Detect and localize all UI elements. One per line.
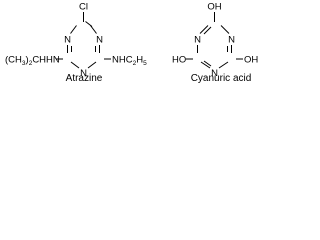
cyanuric-right-oh-label: OH xyxy=(244,55,258,66)
atrazine-left-substituent: (CH3)2CHHN xyxy=(5,55,60,68)
atrazine-cl-label: Cl xyxy=(79,2,88,13)
cyanuric-acid-caption: Cyanuric acid xyxy=(191,73,252,84)
atrazine-ring-n-right: N xyxy=(96,35,103,46)
cyanuric-ring-n-bottom: N xyxy=(211,68,218,79)
cyanuric-ring-n-right: N xyxy=(228,35,235,46)
atrazine-ring-n-left: N xyxy=(64,35,71,46)
atrazine-right-substituent: NHC2H5 xyxy=(112,55,147,68)
cyanuric-acid-structure: OH N N N HO OH Cyanuric acid xyxy=(172,2,258,85)
cyanuric-top-oh-label: OH xyxy=(207,2,221,13)
cyanuric-ring-n-left: N xyxy=(194,35,201,46)
atrazine-ring-n-bottom: N xyxy=(80,68,87,79)
atrazine-caption: Atrazine xyxy=(66,73,103,84)
chemical-structures-diagram: Cl N N N (CH3)2CHHN NHC2H5 Atrazine OH N… xyxy=(5,2,258,85)
cyanuric-left-ho-label: HO xyxy=(172,55,186,66)
atrazine-structure: Cl N N N (CH3)2CHHN NHC2H5 Atrazine xyxy=(5,2,147,85)
